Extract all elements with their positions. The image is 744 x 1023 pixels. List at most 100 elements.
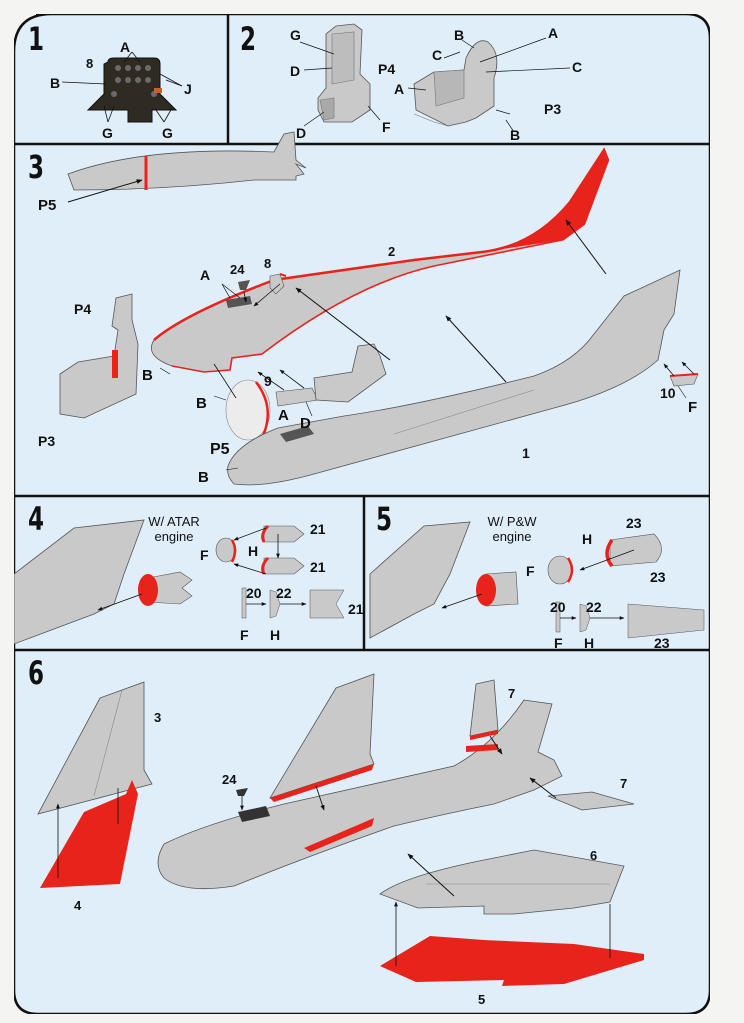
label-21: 21 [348, 601, 364, 617]
fuselage-1 [227, 269, 681, 486]
part-22 [269, 589, 281, 619]
canopy-p5 [225, 379, 271, 441]
label-3: 3 [154, 710, 161, 725]
step-6 [37, 673, 644, 986]
label-f: F [200, 547, 209, 563]
label-c: C [432, 47, 442, 63]
label-23: 23 [650, 569, 666, 585]
label-g: G [102, 125, 113, 141]
label-p5: P5 [38, 197, 56, 214]
part-20 [241, 587, 247, 619]
label-1: 1 [522, 445, 530, 461]
step-4 [14, 519, 345, 645]
label-g: G [162, 125, 173, 141]
label-b: B [196, 395, 207, 412]
wing-6 [379, 849, 625, 915]
label-22: 22 [276, 585, 292, 601]
label-b: B [510, 127, 520, 143]
part-23-side [627, 603, 705, 639]
label-g: G [290, 27, 301, 43]
label-p4: P4 [74, 301, 91, 317]
label-6: 6 [590, 848, 597, 863]
label-f: F [688, 399, 697, 416]
label-a: A [548, 25, 558, 41]
fuselage-final [157, 699, 563, 890]
label-23: 23 [626, 515, 642, 531]
step-5 [369, 521, 705, 639]
wing-part-4 [40, 780, 138, 888]
part-24 [238, 280, 250, 290]
label-20: 20 [246, 585, 262, 601]
label-h: H [248, 543, 258, 559]
label-2: 2 [388, 244, 395, 259]
label-d: D [290, 63, 300, 79]
wing-3 [37, 681, 153, 815]
step-1 [61, 51, 183, 123]
label-c: C [572, 59, 582, 75]
wing-part-5 [380, 936, 644, 986]
instruction-drawing: A 8 B J G G G P4 D D F C B A C A B P3 P5… [14, 14, 710, 1014]
instruction-sheet: A 8 B J G G G P4 D D F C B A C A B P3 P5… [14, 14, 710, 1014]
label-22: 22 [586, 599, 602, 615]
step-number: 6 [28, 654, 44, 692]
part-20-pw [555, 601, 561, 633]
engine-caption: W/ ATAR [148, 514, 200, 529]
label-p5: P5 [210, 441, 230, 458]
stabilizer-7-lower [547, 791, 635, 811]
label-b: B [198, 469, 209, 486]
engine-caption: engine [492, 529, 531, 544]
label-f: F [554, 635, 563, 651]
step-3 [59, 131, 699, 486]
step-number: 3 [28, 148, 44, 186]
label-a: A [200, 267, 210, 283]
instrument-panel [86, 57, 178, 123]
step-number: 4 [28, 500, 44, 538]
part-24-seat [236, 788, 248, 796]
label-j: J [184, 81, 192, 97]
label-20: 20 [550, 599, 566, 615]
label-f: F [382, 119, 391, 135]
label-f: F [240, 627, 249, 643]
step-number: 1 [28, 20, 44, 58]
label-a: A [278, 407, 289, 424]
label-7: 7 [620, 776, 627, 791]
label-b: B [454, 27, 464, 43]
step-number: 5 [376, 500, 392, 538]
label-9: 9 [264, 373, 272, 389]
label-p3: P3 [544, 101, 561, 117]
label-23: 23 [654, 635, 670, 651]
label-h: H [582, 531, 592, 547]
label-21: 21 [310, 521, 326, 537]
label-h: H [270, 627, 280, 643]
label-24: 24 [230, 262, 245, 277]
wing-upper [269, 673, 375, 799]
label-d: D [296, 125, 306, 141]
label-f: F [526, 563, 535, 579]
fuselage-half-p5 [67, 131, 307, 191]
label-5: 5 [478, 992, 485, 1007]
label-d: D [300, 415, 311, 432]
label-10: 10 [660, 385, 676, 401]
label-a: A [394, 81, 404, 97]
step-2 [299, 23, 571, 133]
tail-section-atar [14, 519, 145, 645]
step-number: 2 [240, 20, 256, 58]
label-a: A [120, 39, 130, 55]
seat-assembly-left [59, 293, 139, 419]
tail-section-pw [369, 521, 471, 639]
engine-caption: W/ P&W [487, 514, 537, 529]
engine-caption: engine [154, 529, 193, 544]
label-7: 7 [508, 686, 515, 701]
part-23-upper [609, 533, 662, 567]
label-8: 8 [86, 56, 93, 71]
part-22-pw [579, 603, 591, 633]
label-24: 24 [222, 772, 237, 787]
label-b: B [50, 75, 60, 91]
label-21: 21 [310, 559, 326, 575]
label-8: 8 [264, 256, 271, 271]
label-p4: P4 [378, 61, 395, 77]
label-h: H [584, 635, 594, 651]
label-4: 4 [74, 898, 82, 913]
label-b: B [142, 367, 153, 384]
part-21-side [309, 589, 345, 619]
